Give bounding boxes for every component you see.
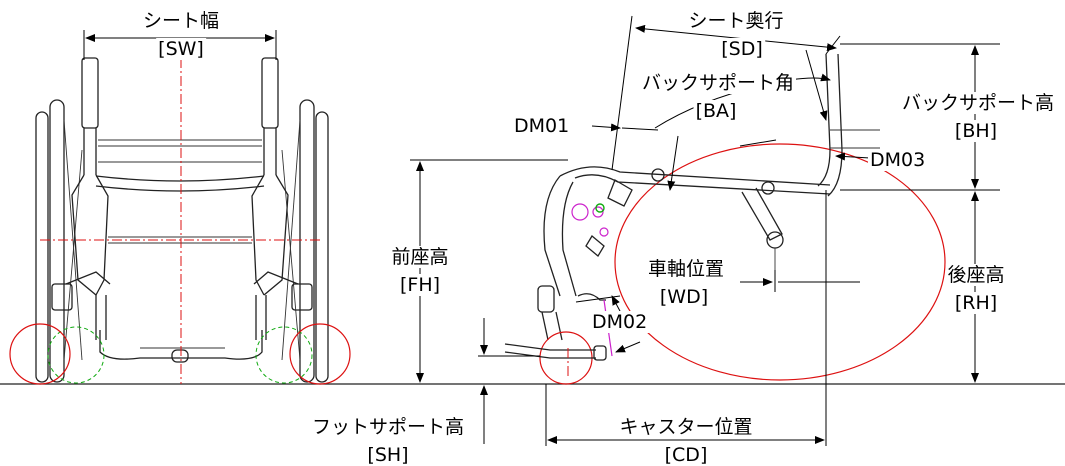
caster-guide-right — [255, 326, 313, 384]
wheel-axle-position-label: 車軸位置 — [645, 258, 727, 280]
front-seat-height-label: 前座高 — [389, 246, 451, 268]
rear-seat-height-code: [RH] — [952, 292, 1000, 314]
caster-circle-left — [9, 323, 71, 385]
front-view-wheelchair — [9, 40, 351, 385]
dm02-label: DM02 — [590, 311, 650, 333]
foot-support-height-label: フットサポート高 — [309, 416, 467, 438]
seat-depth-code: [SD] — [719, 38, 765, 60]
foot-support-height-code: [SH] — [365, 444, 411, 466]
side-view-wheelchair — [504, 53, 946, 385]
rear-seat-height-label: 後座高 — [945, 264, 1007, 286]
dm01-leader — [591, 123, 621, 132]
seat-width-code: [SW] — [156, 38, 206, 60]
dm03-label: DM03 — [868, 149, 928, 171]
dm01-label: DM01 — [512, 115, 572, 137]
caster-position-code: [CD] — [662, 444, 710, 466]
back-angle-code: [BA] — [693, 100, 739, 122]
back-angle-label: バックサポート角 — [639, 72, 797, 94]
caster-circle-right — [289, 323, 351, 385]
dm03-leader — [835, 152, 871, 161]
caster-guide-left — [47, 326, 105, 384]
seat-depth-label: シート奥行 — [686, 10, 786, 32]
caster-position-label: キャスター位置 — [617, 416, 755, 438]
seat-width-label: シート幅 — [140, 10, 222, 32]
back-height-label: バックサポート高 — [899, 92, 1057, 114]
back-height-code: [BH] — [952, 120, 1000, 142]
wheel-axle-position-code: [WD] — [657, 286, 711, 308]
front-seat-height-code: [FH] — [397, 274, 443, 296]
rear-wheel-circle — [614, 143, 946, 381]
